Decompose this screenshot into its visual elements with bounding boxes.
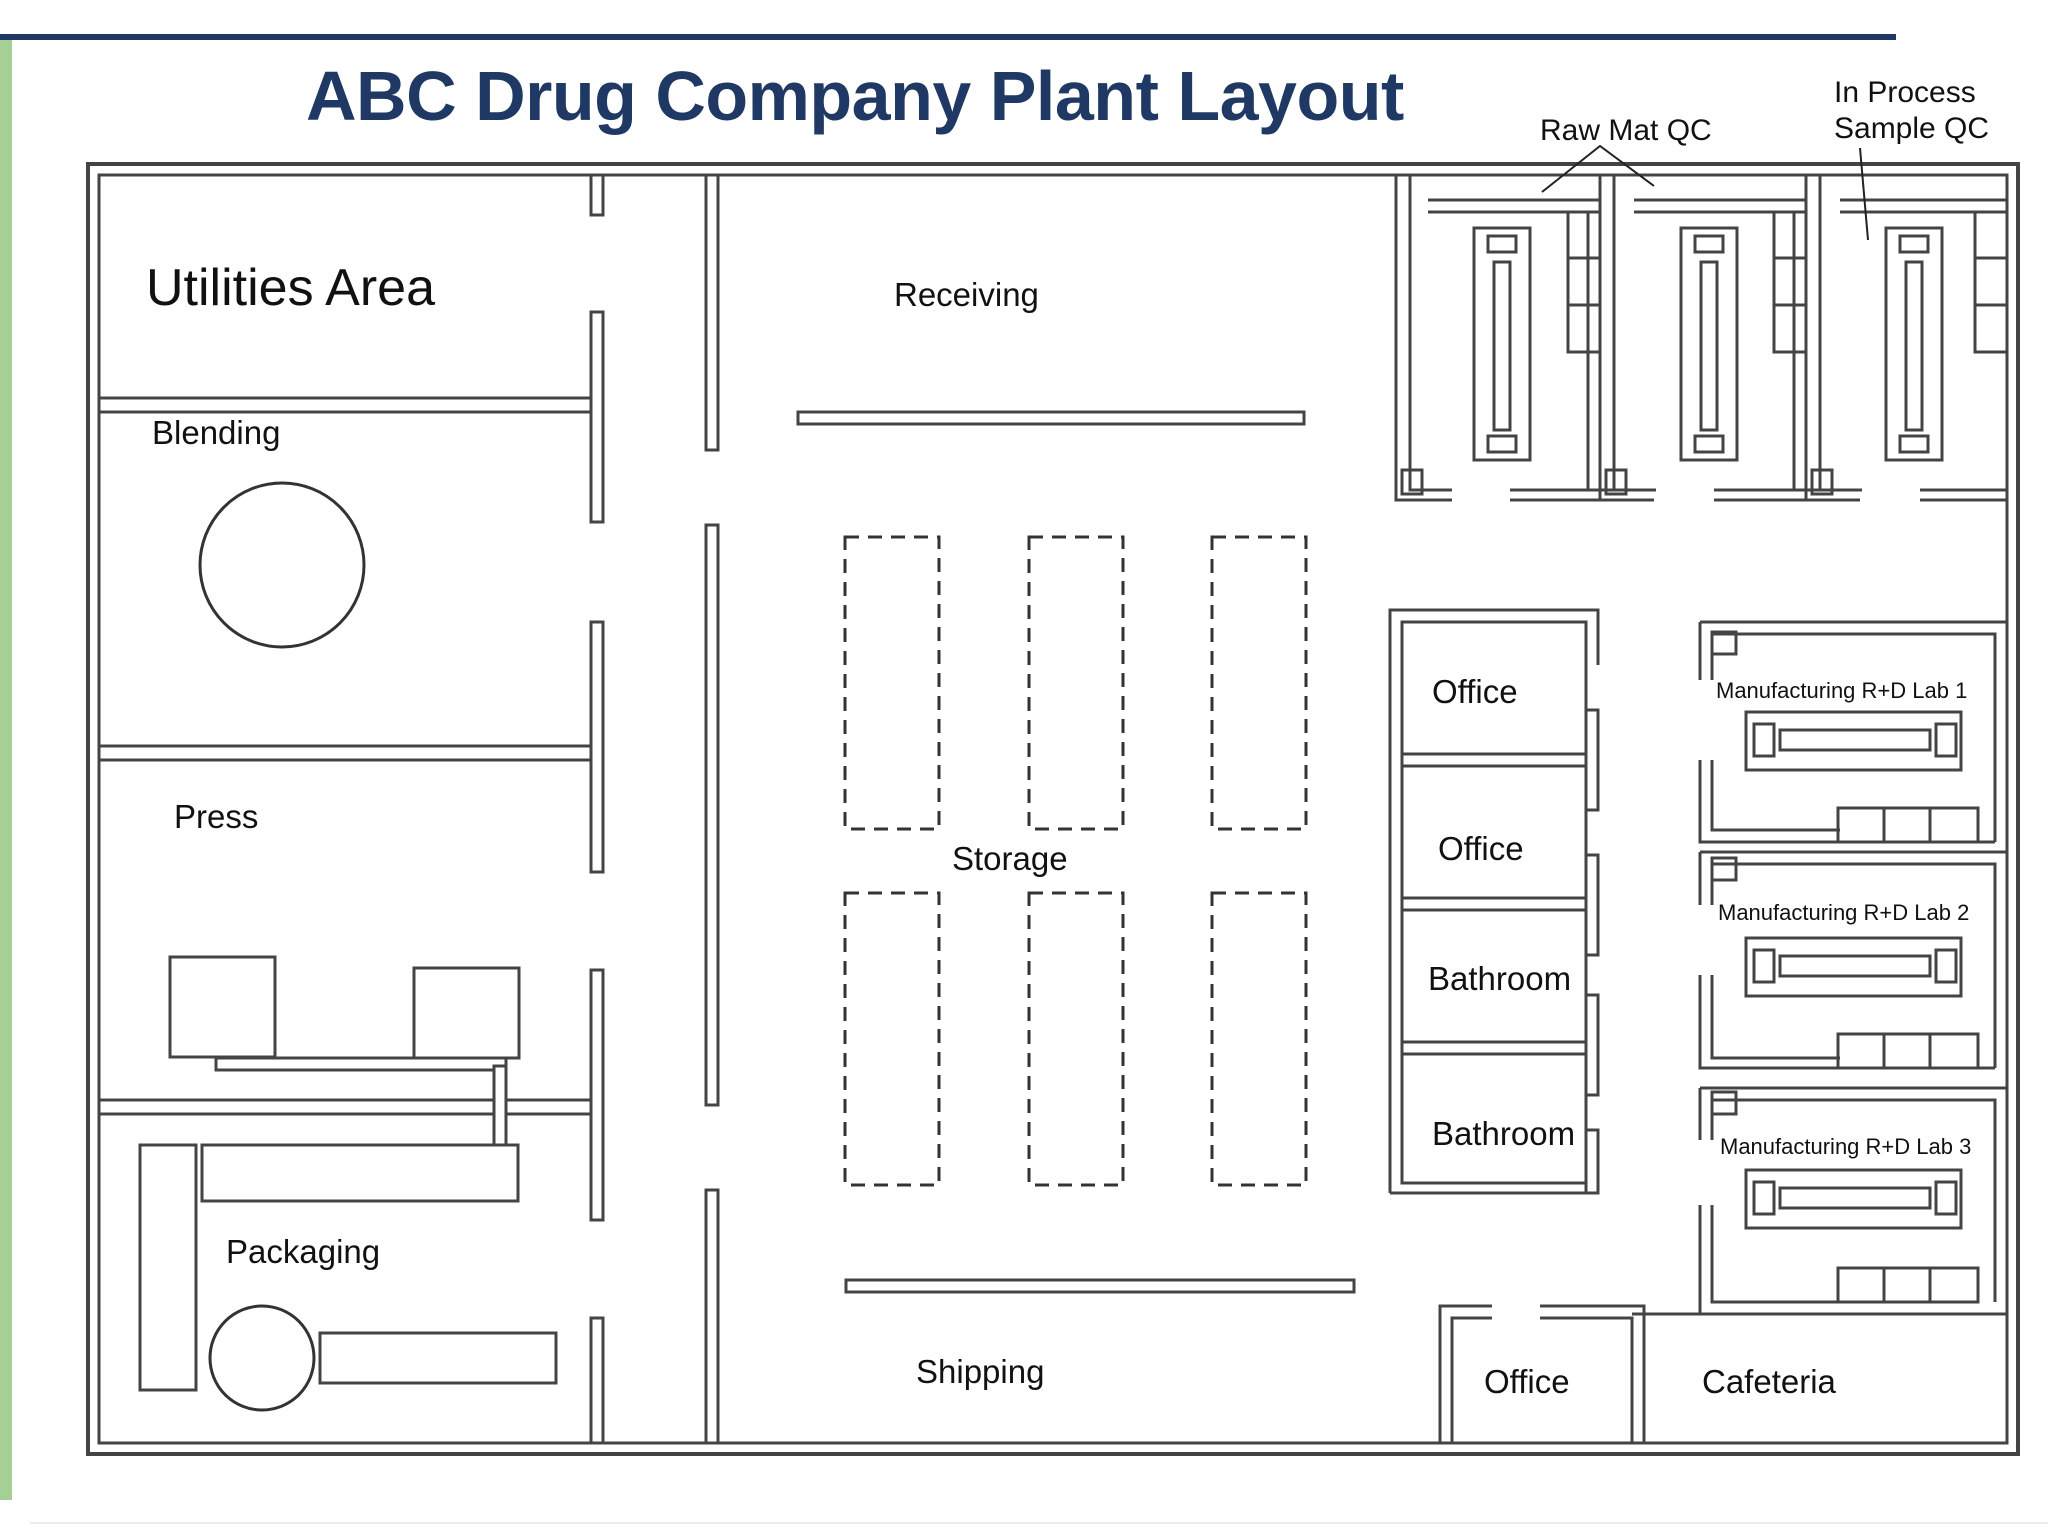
packaging-line-icon <box>200 1143 520 1203</box>
press-machine-icon <box>168 955 277 1059</box>
label-in-process-qc-line: Sample QC <box>1834 112 1989 145</box>
lab-bench-icon <box>1472 226 1532 462</box>
left-accent-bar <box>0 40 12 1500</box>
press-conveyor-icon <box>492 1064 508 1148</box>
office-block-wall <box>1388 608 1600 1193</box>
label-raw-mat-qc: Raw Mat QC <box>1540 114 1712 147</box>
label-office-1: Office <box>1432 673 1518 710</box>
lab-cabinet-icon <box>1973 210 2009 354</box>
qc-lab-raw-mat-2 <box>1598 175 1860 502</box>
qc-lab-in-process <box>1804 175 2009 502</box>
label-blending: Blending <box>152 414 280 451</box>
lab-bench-icon <box>1744 936 1963 998</box>
lab-cabinet-icon <box>1566 210 1602 354</box>
wall-corridor <box>704 523 720 1107</box>
blending-tank-icon <box>198 481 366 649</box>
mfg-lab-2 <box>1698 850 2007 1070</box>
top-rule <box>0 34 1896 40</box>
label-mfg-lab-3: Manufacturing R+D Lab 3 <box>1720 1134 1971 1159</box>
storage-rack <box>1210 891 1308 1187</box>
label-receiving: Receiving <box>894 276 1039 313</box>
in-process-qc-leader <box>1859 147 1869 241</box>
lab-cabinet-icon <box>1772 210 1808 354</box>
lab-bench-icon <box>1744 1168 1963 1230</box>
label-office-3: Office <box>1484 1363 1570 1400</box>
wall-left-corridor <box>589 968 605 1222</box>
label-packaging: Packaging <box>226 1233 380 1270</box>
office-room <box>1400 620 1588 756</box>
packaging-tank-icon <box>208 1304 316 1412</box>
wall-utilities-blending <box>97 396 596 414</box>
lab-door-icon <box>1710 630 1738 656</box>
label-office-2: Office <box>1438 830 1524 867</box>
label-bathroom-1: Bathroom <box>1428 960 1571 997</box>
page-title: ABC Drug Company Plant Layout <box>306 57 1404 135</box>
outer-wall <box>86 162 2020 1456</box>
lab-door-icon <box>1710 856 1738 882</box>
bathroom-room <box>1400 1052 1588 1185</box>
mfg-lab-1 <box>1698 620 2007 844</box>
office-wall <box>1540 1304 1646 1443</box>
packaging-line-icon <box>318 1331 558 1385</box>
bottom-rule <box>30 1522 2048 1524</box>
wall-corridor <box>704 1188 720 1445</box>
wall-left-corridor <box>589 310 605 524</box>
lab-bench-icon <box>1679 226 1739 462</box>
label-shipping: Shipping <box>916 1353 1044 1390</box>
storage-rack <box>1027 891 1125 1187</box>
label-mfg-lab-2: Manufacturing R+D Lab 2 <box>1718 900 1969 925</box>
label-utilities-area: Utilities Area <box>146 259 435 317</box>
label-mfg-lab-1: Manufacturing R+D Lab 1 <box>1716 678 1967 703</box>
press-conveyor-icon <box>214 1056 508 1072</box>
label-cafeteria: Cafeteria <box>1702 1363 1837 1400</box>
wall-corridor <box>704 173 720 452</box>
bathroom-room <box>1400 908 1588 1044</box>
office-room <box>1400 764 1588 900</box>
wall-left-corridor <box>589 620 605 874</box>
wall-receiving <box>796 410 1306 426</box>
wall-left-corridor <box>589 173 605 217</box>
office-wall <box>1438 1304 1492 1443</box>
wall-shipping <box>844 1278 1356 1294</box>
lab-bench-icon <box>1884 226 1944 462</box>
storage-rack <box>1210 535 1308 831</box>
storage-rack <box>843 535 941 831</box>
storage-rack <box>1027 535 1125 831</box>
lab-door-icon <box>1810 468 1834 496</box>
lab-bench-icon <box>1744 710 1963 772</box>
raw-mat-qc-leader <box>1541 144 1655 193</box>
label-bathroom-2: Bathroom <box>1432 1115 1575 1152</box>
press-machine-icon <box>412 966 521 1060</box>
label-storage: Storage <box>952 840 1068 877</box>
packaging-line-icon <box>138 1143 198 1392</box>
wall-press-packaging <box>97 1098 596 1116</box>
label-press: Press <box>174 798 258 835</box>
label-in-process-qc-line: In Process <box>1834 76 1976 109</box>
wall-blending-press <box>97 744 596 762</box>
inner-wall <box>97 173 2009 1445</box>
storage-rack <box>843 891 941 1187</box>
lab-door-icon <box>1604 468 1628 496</box>
lab-door-icon <box>1710 1090 1738 1116</box>
lab-door-icon <box>1400 468 1424 496</box>
wall-left-corridor <box>589 1316 605 1445</box>
mfg-lab-3 <box>1698 1086 2007 1316</box>
